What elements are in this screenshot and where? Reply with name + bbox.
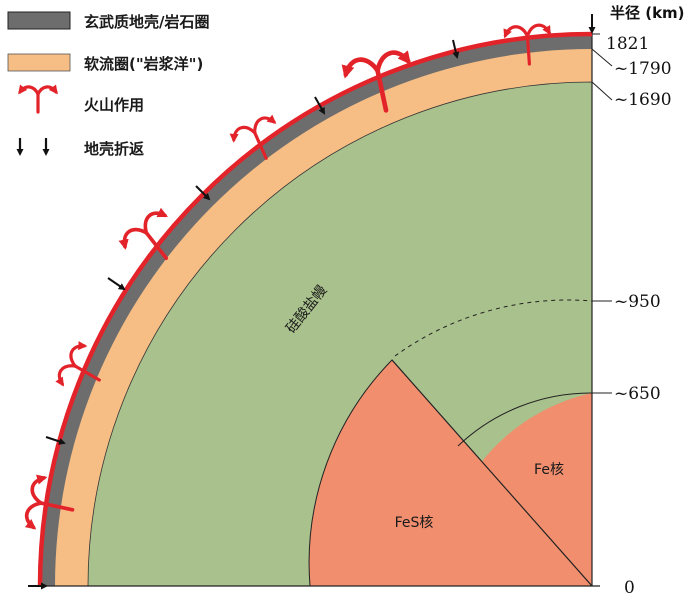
tick-label-1790: ~1790	[614, 59, 672, 79]
fes-core-label: FeS核	[395, 515, 434, 531]
surface-red-line	[37, 31, 593, 587]
layers	[30, 30, 600, 587]
subduction-arrow	[45, 436, 66, 445]
tick-label-650: ~650	[614, 384, 661, 404]
radius-unit-label: 半径 (km)	[610, 4, 685, 22]
subduction-arrows	[28, 14, 596, 590]
volcano-symbol	[118, 207, 169, 260]
volcanism-symbols	[24, 23, 551, 530]
volcano-symbol	[229, 114, 277, 160]
subduction-arrow	[452, 39, 460, 59]
tick-label-950: ~950	[614, 292, 661, 312]
volcano-symbol	[341, 50, 411, 113]
subduction-arrow	[314, 96, 325, 115]
legend: 玄武质地壳/岩石圈 软流圈("岩浆洋") 火山作用 地壳折返	[7, 11, 209, 158]
asthenosphere-swatch	[7, 53, 71, 72]
fes-core-wedge	[308, 359, 594, 587]
subduction-arrow	[195, 185, 211, 201]
tick-label-0: 0	[624, 578, 635, 598]
legend-crust-label: 玄武质地壳/岩石圈	[84, 13, 209, 31]
tick-label-1690: ~1690	[614, 90, 672, 110]
volcano-icon	[18, 84, 58, 114]
volcano-symbol	[55, 341, 101, 387]
depth-950-dashed	[394, 299, 593, 357]
fe-core-label: Fe核	[534, 462, 564, 478]
legend-volcanism-label: 火山作用	[84, 96, 144, 114]
legend-asthenosphere-label: 软流圈("岩浆洋")	[84, 55, 203, 73]
core-divider-line	[391, 359, 593, 587]
legend-subduction-label: 地壳折返	[84, 140, 144, 158]
fe-core-boundary	[457, 392, 593, 447]
subduction-arrow-icon	[16, 138, 50, 156]
volcano-symbol	[24, 474, 75, 530]
subduction-arrow	[107, 277, 126, 291]
tick-label-1821: 1821	[606, 34, 649, 54]
crust-swatch	[7, 11, 71, 30]
tick-lines	[591, 33, 613, 394]
volcano-symbol	[503, 23, 551, 66]
